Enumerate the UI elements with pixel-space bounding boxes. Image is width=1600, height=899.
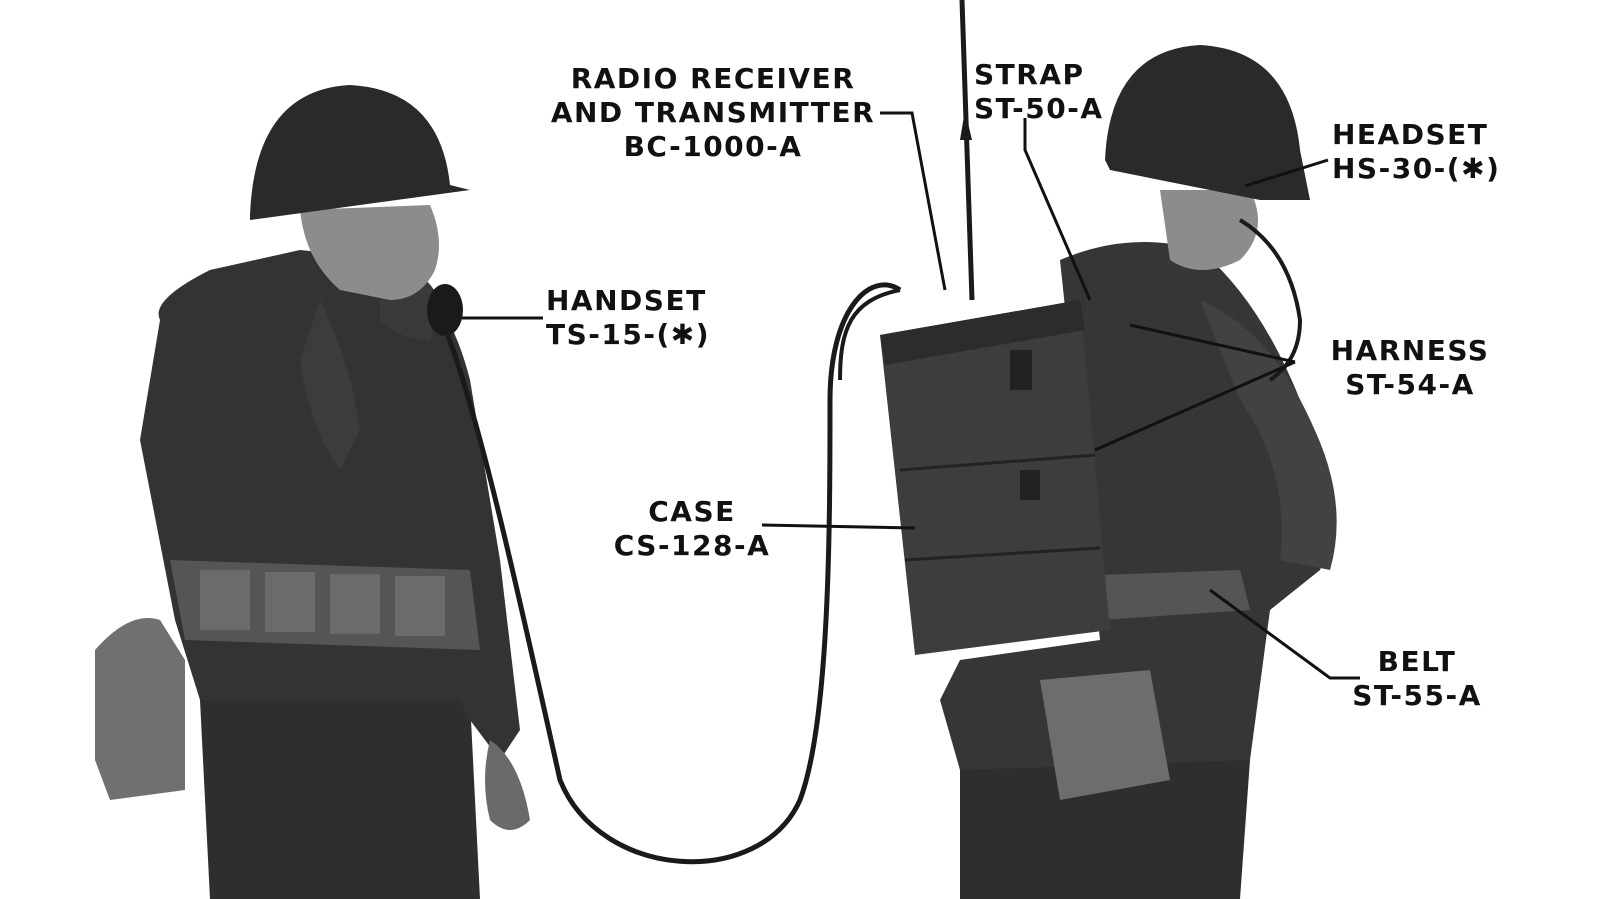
label-strap-line1: STRAP: [974, 58, 1085, 91]
label-harness-line2: ST-54-A: [1345, 368, 1475, 401]
label-case-line2: CS-128-A: [613, 529, 771, 562]
label-radio-receiver-transmitter: RADIO RECEIVER AND TRANSMITTER BC-1000-A: [548, 62, 878, 164]
label-belt-line2: ST-55-A: [1352, 679, 1482, 712]
handset-cord: [445, 282, 902, 865]
label-handset-line2: TS-15-(✱): [546, 318, 711, 351]
label-strap-line2: ST-50-A: [974, 92, 1104, 125]
label-case-line1: CASE: [648, 495, 736, 528]
label-headset: HEADSET HS-30-(✱): [1332, 118, 1500, 186]
label-radio-line1: RADIO RECEIVER: [570, 62, 856, 95]
left-soldier-figure: [95, 85, 530, 899]
label-harness-line1: HARNESS: [1330, 334, 1490, 367]
leader-lines: [462, 111, 1360, 680]
label-case: CASE CS-128-A: [612, 495, 772, 563]
label-headset-line2: HS-30-(✱): [1332, 152, 1501, 185]
label-harness: HARNESS ST-54-A: [1330, 334, 1490, 402]
right-soldier-figure: [940, 45, 1337, 899]
label-strap: STRAP ST-50-A: [974, 58, 1104, 126]
label-handset-line1: HANDSET: [546, 284, 707, 317]
label-belt-line1: BELT: [1377, 645, 1457, 678]
radio-case: [880, 300, 1110, 655]
antenna: [959, 0, 975, 301]
label-radio-line3: BC-1000-A: [623, 130, 803, 163]
label-belt: BELT ST-55-A: [1342, 645, 1492, 713]
label-handset: HANDSET TS-15-(✱): [546, 284, 710, 352]
label-headset-line1: HEADSET: [1332, 118, 1489, 151]
label-radio-line2: AND TRANSMITTER: [550, 96, 876, 129]
